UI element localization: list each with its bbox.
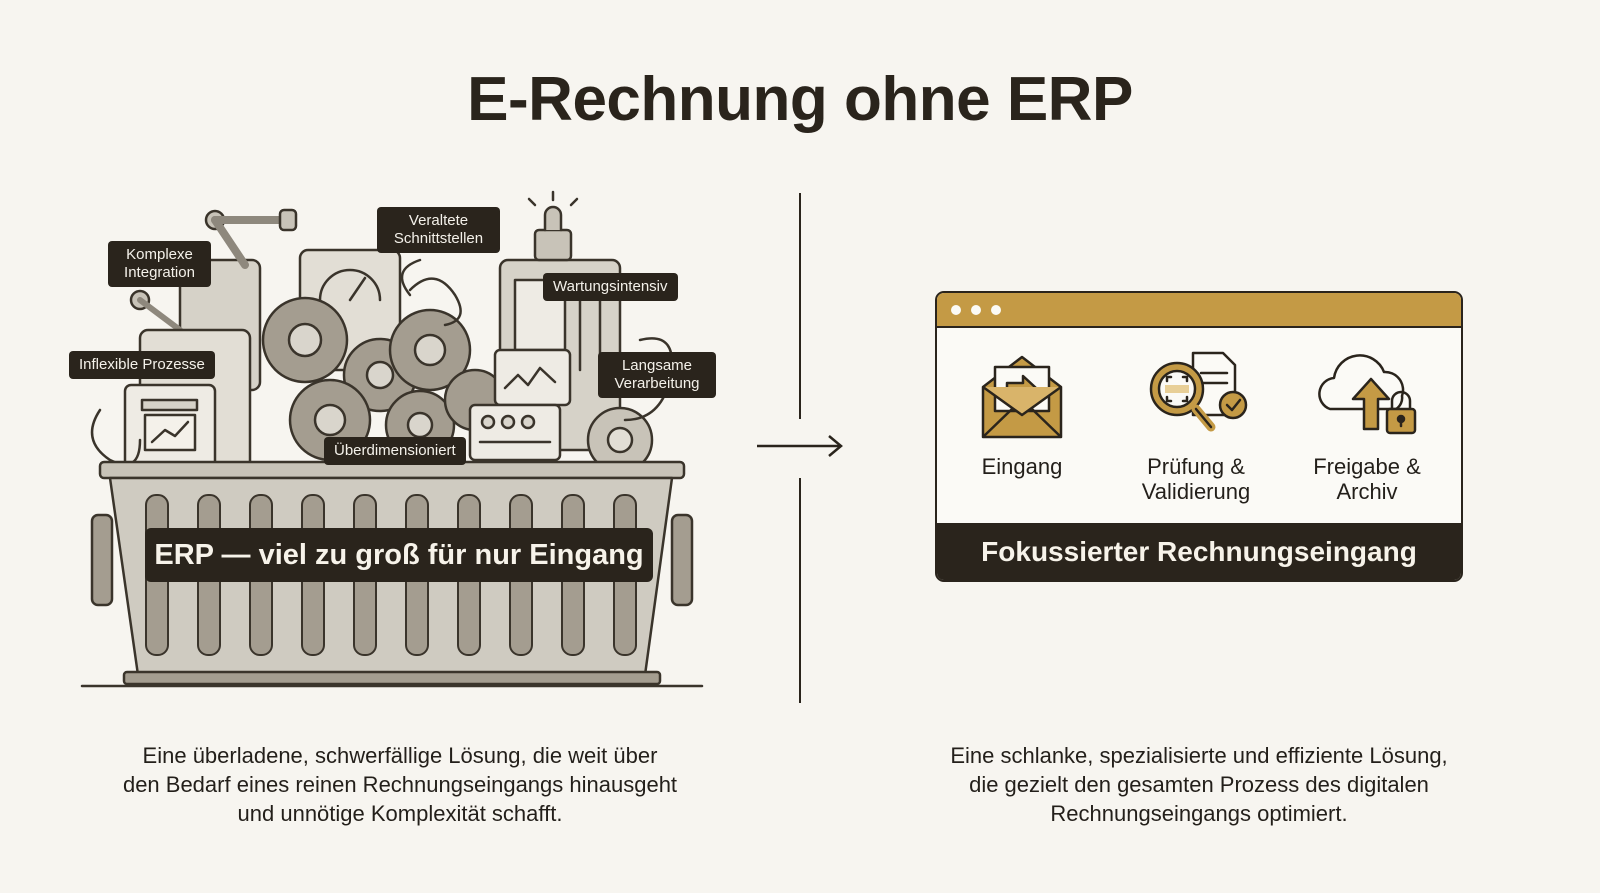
step-eingang: Eingang [937,349,1107,479]
envelope-arrow-icon [981,355,1063,439]
divider-top [799,193,801,419]
right-caption: Eine schlanke, spezialisierte und effizi… [899,741,1499,828]
left-caption-line: Eine überladene, schwerfällige Lösung, d… [142,743,658,768]
tag-inflexible-prozesse: Inflexible Prozesse [69,351,215,379]
tag-wartungsintensiv: Wartungsintensiv [543,273,678,301]
tag-veraltete-schnittstellen: Veraltete Schnittstellen [377,207,500,253]
window-dot [991,305,1001,315]
erp-banner: ERP — viel zu groß für nur Eingang [145,528,653,582]
step-pruefung: Prüfung & Validierung [1111,349,1281,504]
cloud-lock-icon [1318,354,1417,435]
left-caption-line: und unnötige Komplexität schafft. [237,801,563,826]
tag-langsame-verarbeitung: Langsame Verarbeitung [598,352,716,398]
step-freigabe: Freigabe & Archiv [1282,349,1452,504]
window-dot [951,305,961,315]
right-caption-line: die gezielt den gesamten Prozess des dig… [969,772,1429,797]
left-caption: Eine überladene, schwerfällige Lösung, d… [100,741,700,828]
focused-app-window: Eingang Prüfung & Validierung [935,291,1463,582]
step-label-eingang: Eingang [981,454,1063,479]
focused-footer-bar: Fokussierter Rechnungseingang [937,523,1461,580]
magnifier-check-icon [1149,351,1248,432]
page-title: E-Rechnung ohne ERP [467,65,1133,134]
left-caption-line: den Bedarf eines reinen Rechnungseingang… [122,772,678,797]
window-dot [971,305,981,315]
right-caption-line: Rechnungseingangs optimiert. [1050,801,1348,826]
right-caption-line: Eine schlanke, spezialisierte und effizi… [950,743,1448,768]
divider-bottom [799,478,801,703]
arrow-right-icon [757,435,843,457]
window-title-bar [937,293,1461,328]
tag-ueberdimensioniert: Überdimensioniert [324,437,466,465]
step-label-pruefung: Prüfung & Validierung [1141,454,1251,504]
step-label-freigabe: Freigabe & Archiv [1313,454,1421,504]
tag-komplexe-integration: Komplexe Integration [108,241,211,287]
